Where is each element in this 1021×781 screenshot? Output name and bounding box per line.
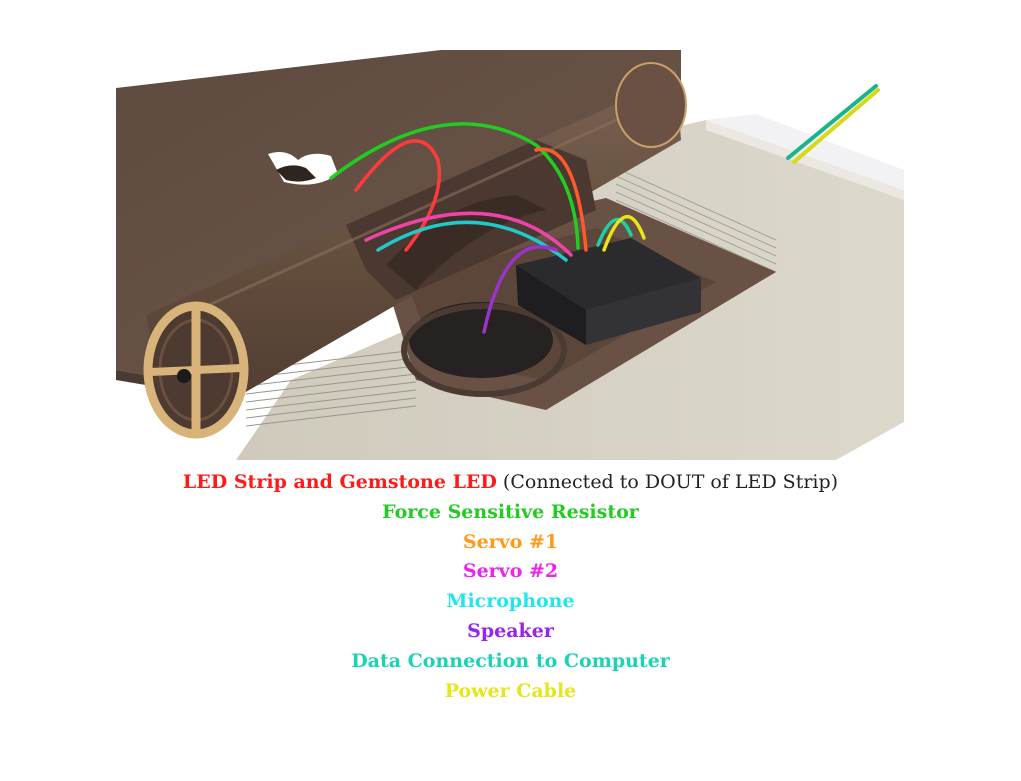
legend-line: Data Connection to Computer [0, 647, 1021, 677]
legend-line: LED Strip and Gemstone LED (Connected to… [0, 468, 1021, 498]
legend-line: Servo #1 [0, 528, 1021, 558]
legend: LED Strip and Gemstone LED (Connected to… [0, 468, 1021, 706]
legend-label: Force Sensitive Resistor [382, 501, 639, 523]
tube-endcap-right [616, 63, 686, 147]
legend-line: Servo #2 [0, 557, 1021, 587]
legend-line: Speaker [0, 617, 1021, 647]
legend-line: Force Sensitive Resistor [0, 498, 1021, 528]
legend-note: (Connected to DOUT of LED Strip) [497, 471, 838, 493]
book-wiring-render [116, 50, 904, 460]
legend-label: Servo #2 [463, 560, 558, 582]
legend-label: Microphone [446, 590, 574, 612]
legend-line: Microphone [0, 587, 1021, 617]
gold-spoke-horizontal [150, 368, 242, 372]
legend-label: Speaker [467, 620, 554, 642]
legend-label: LED Strip and Gemstone LED [183, 471, 497, 493]
legend-line: Power Cable [0, 677, 1021, 707]
legend-label: Power Cable [445, 680, 577, 702]
axle [177, 369, 191, 383]
legend-label: Servo #1 [463, 531, 558, 553]
legend-label: Data Connection to Computer [351, 650, 670, 672]
